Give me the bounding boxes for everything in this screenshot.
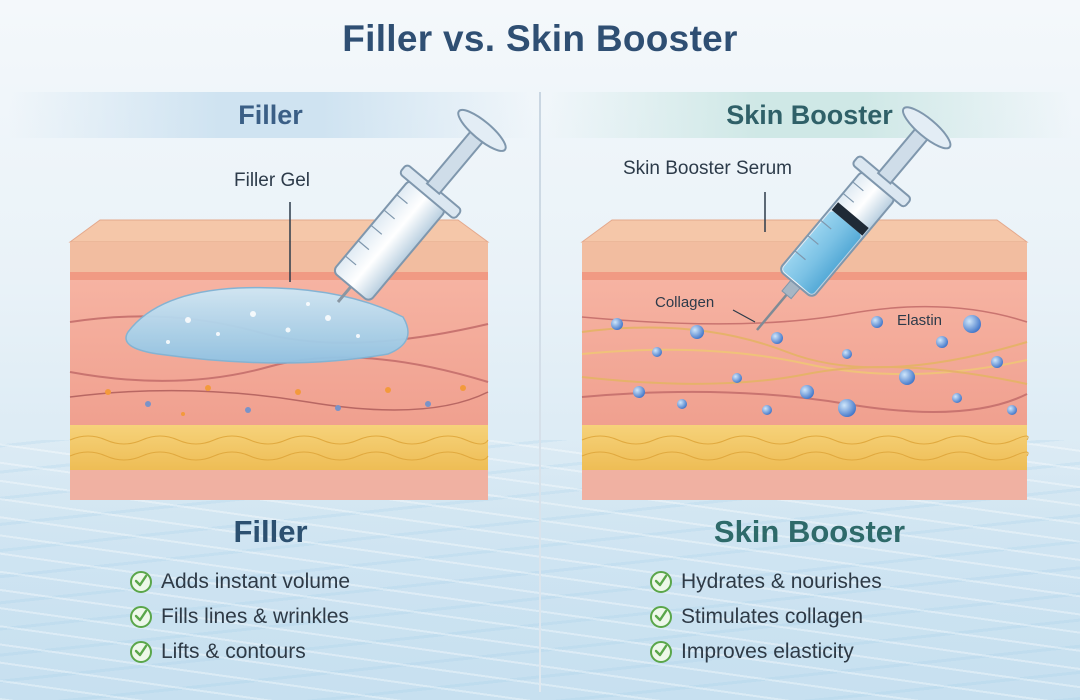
benefit-item: Stimulates collagen <box>650 599 882 634</box>
benefit-item: Adds instant volume <box>130 564 350 599</box>
check-circle-icon <box>650 570 672 593</box>
booster-panel: Skin Booster <box>547 92 1072 692</box>
filler-gel-label: Filler Gel <box>234 170 311 191</box>
check-circle-icon <box>130 570 152 593</box>
collagen-label: Collagen <box>655 294 715 311</box>
booster-header: Skin Booster <box>547 92 1072 138</box>
check-circle-icon <box>130 605 152 628</box>
dermis-layer <box>582 280 1027 425</box>
elastin-label: Elastin <box>897 312 943 329</box>
filler-skin-diagram <box>68 108 507 500</box>
benefit-item: Fills lines & wrinkles <box>130 599 350 634</box>
benefit-item: Hydrates & nourishes <box>650 564 882 599</box>
filler-title: Filler <box>233 514 308 549</box>
benefit-text: Lifts & contours <box>161 639 306 663</box>
booster-skin-diagram <box>580 106 1029 500</box>
benefit-text: Fills lines & wrinkles <box>161 604 349 628</box>
benefit-item: Lifts & contours <box>130 634 350 669</box>
benefit-text: Improves elasticity <box>681 639 854 663</box>
filler-benefits: Adds instant volume Fills lines & wrinkl… <box>130 564 350 669</box>
panel-divider <box>539 92 541 692</box>
filler-panel: Filler <box>8 92 533 692</box>
benefit-text: Hydrates & nourishes <box>681 569 882 593</box>
lower-dermis <box>582 470 1027 500</box>
booster-benefits: Hydrates & nourishes Stimulates collagen… <box>650 564 882 669</box>
benefit-text: Adds instant volume <box>161 569 351 593</box>
lower-dermis <box>70 470 488 500</box>
booster-title: Skin Booster <box>713 514 906 549</box>
syringe-icon <box>756 106 952 331</box>
fat-layer <box>70 425 488 470</box>
check-circle-icon <box>650 640 672 663</box>
filler-gel <box>125 286 409 364</box>
fat-layer <box>582 425 1027 470</box>
benefit-text: Stimulates collagen <box>681 604 864 628</box>
check-circle-icon <box>130 640 152 663</box>
syringe-icon <box>333 108 507 303</box>
benefit-item: Improves elasticity <box>650 634 882 669</box>
filler-header: Filler <box>8 92 533 138</box>
epidermis-band <box>70 242 488 276</box>
page-title: Filler vs. Skin Booster <box>342 18 738 59</box>
booster-serum-label: Skin Booster Serum <box>623 158 792 179</box>
check-circle-icon <box>650 605 672 628</box>
